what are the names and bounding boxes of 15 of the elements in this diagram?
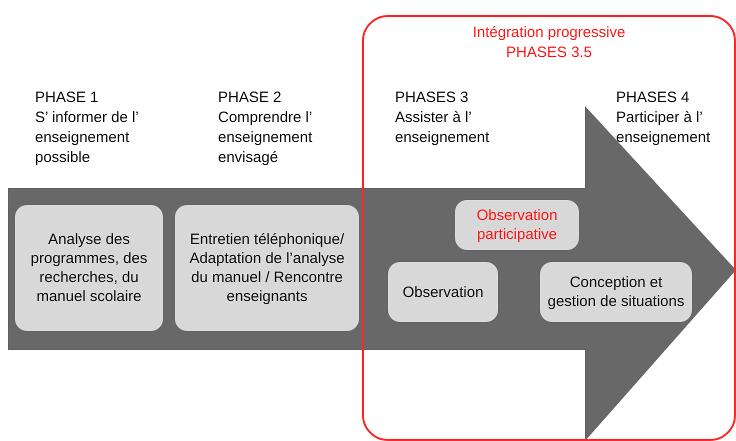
activity-box: Conception et gestion de situations [540, 262, 692, 322]
activity-box: Observation [388, 262, 498, 322]
activity-box: Analyse des programmes, des recherches, du manuel scolaire [15, 205, 163, 331]
phase-number: PHASES 3 [395, 88, 470, 108]
phase-number: PHASE 2 [218, 88, 282, 108]
phase-description: Participer à l’ enseignement [616, 108, 712, 148]
activity-box: Observation participative [455, 200, 579, 250]
frame-title: Intégration progressive PHASES 3.5 [472, 23, 626, 63]
phase-description: Assister à l’ enseignement [395, 108, 490, 148]
activity-box: Entretien téléphonique/ Adaptation de l’analyse du manuel / Rencontre enseignants [175, 205, 359, 331]
phase-number: PHASE 1 [35, 88, 100, 108]
phase-description: Comprendre l’ enseignement envisagé [218, 108, 314, 168]
phase-description: S’ informer de l’ enseignement possible [35, 108, 140, 168]
highlight-frame [362, 15, 736, 441]
phase-number: PHASES 4 [616, 88, 690, 108]
